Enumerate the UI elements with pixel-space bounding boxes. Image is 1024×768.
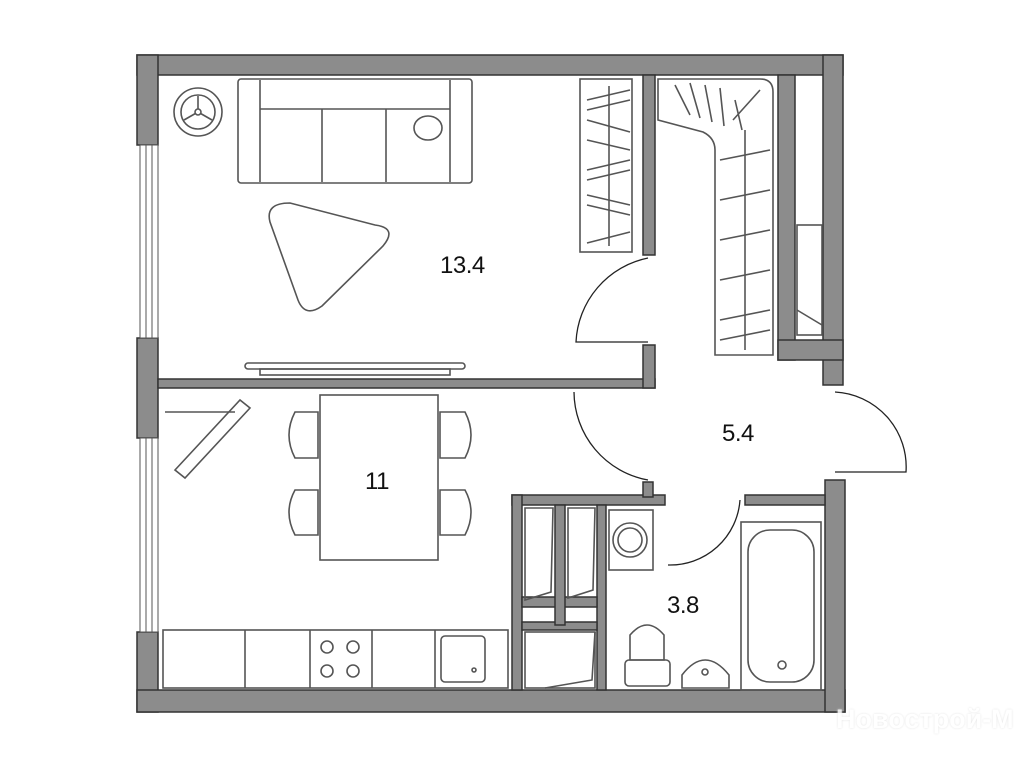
door-bathroom[interactable] — [667, 499, 741, 566]
kitchen-counter-icon — [162, 629, 509, 689]
storage-shelves-icon — [524, 507, 596, 689]
walls — [136, 54, 846, 713]
bathroom-area-label: 3.8 — [667, 592, 699, 619]
floor-lamp-icon — [173, 87, 223, 137]
niche-shelf-icon — [796, 224, 823, 336]
washing-machine-icon — [608, 509, 654, 571]
kitchen-sink-icon — [440, 635, 486, 683]
hallway-area-label: 5.4 — [722, 420, 754, 447]
window-living — [139, 144, 159, 339]
wardrobe-hall-icon — [657, 78, 774, 356]
wardrobe-living-icon — [579, 78, 633, 253]
door-living[interactable] — [575, 257, 649, 343]
living-room-area-label: 13.4 — [440, 252, 485, 279]
sofa-icon — [237, 78, 473, 184]
stove-icon — [320, 640, 360, 678]
coffee-table-icon — [268, 202, 390, 312]
bathtub-icon — [740, 521, 822, 691]
ironing-board-icon — [165, 398, 252, 480]
door-kitchen-hall[interactable] — [573, 391, 649, 481]
door-entrance[interactable] — [834, 391, 907, 473]
dining-table-icon — [319, 394, 439, 561]
window-kitchen — [139, 437, 159, 633]
bathroom-sink-icon — [681, 659, 730, 689]
watermark: Новострой-М — [836, 704, 1014, 734]
tv-stand-icon — [244, 362, 466, 376]
toilet-icon — [624, 624, 671, 687]
kitchen-area-label: 11 — [365, 468, 389, 495]
chairs-icon — [288, 411, 472, 536]
